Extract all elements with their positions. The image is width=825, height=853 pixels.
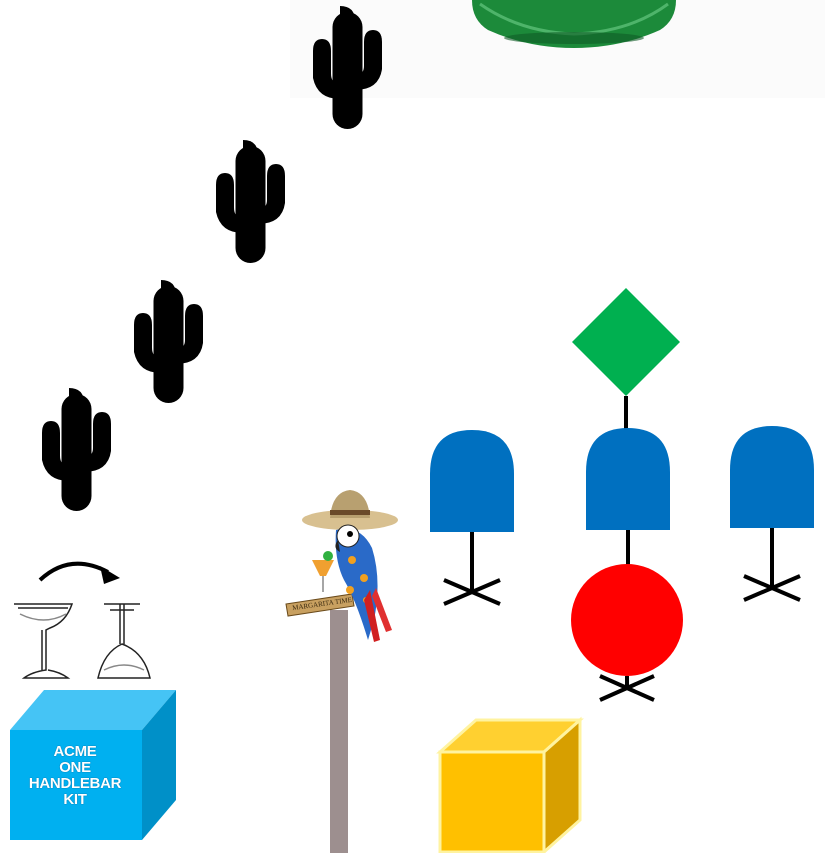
- acme-box-line-3: HANDLEBAR: [14, 776, 136, 792]
- yellow-box: [440, 720, 580, 852]
- acme-box-label: ACME ONE HANDLEBAR KIT: [14, 744, 136, 808]
- cactus-icon: [134, 280, 203, 403]
- margarita-glass-icon: [14, 604, 72, 678]
- cactus-icon: [216, 140, 285, 263]
- blue-gate-right: [730, 426, 814, 600]
- margarita-glass-icon: [98, 604, 150, 678]
- pole: [330, 610, 348, 853]
- cactus-icon: [42, 388, 111, 511]
- red-circle: [571, 564, 683, 700]
- acme-box-line-4: KIT: [14, 792, 136, 808]
- curved-arrow-icon: [40, 564, 120, 584]
- acme-box-line-1: ACME: [14, 744, 136, 760]
- blue-gate-left: [430, 430, 514, 604]
- blue-gate-middle: [586, 428, 670, 570]
- green-diamond: [572, 288, 680, 396]
- acme-box-line-2: ONE: [14, 760, 136, 776]
